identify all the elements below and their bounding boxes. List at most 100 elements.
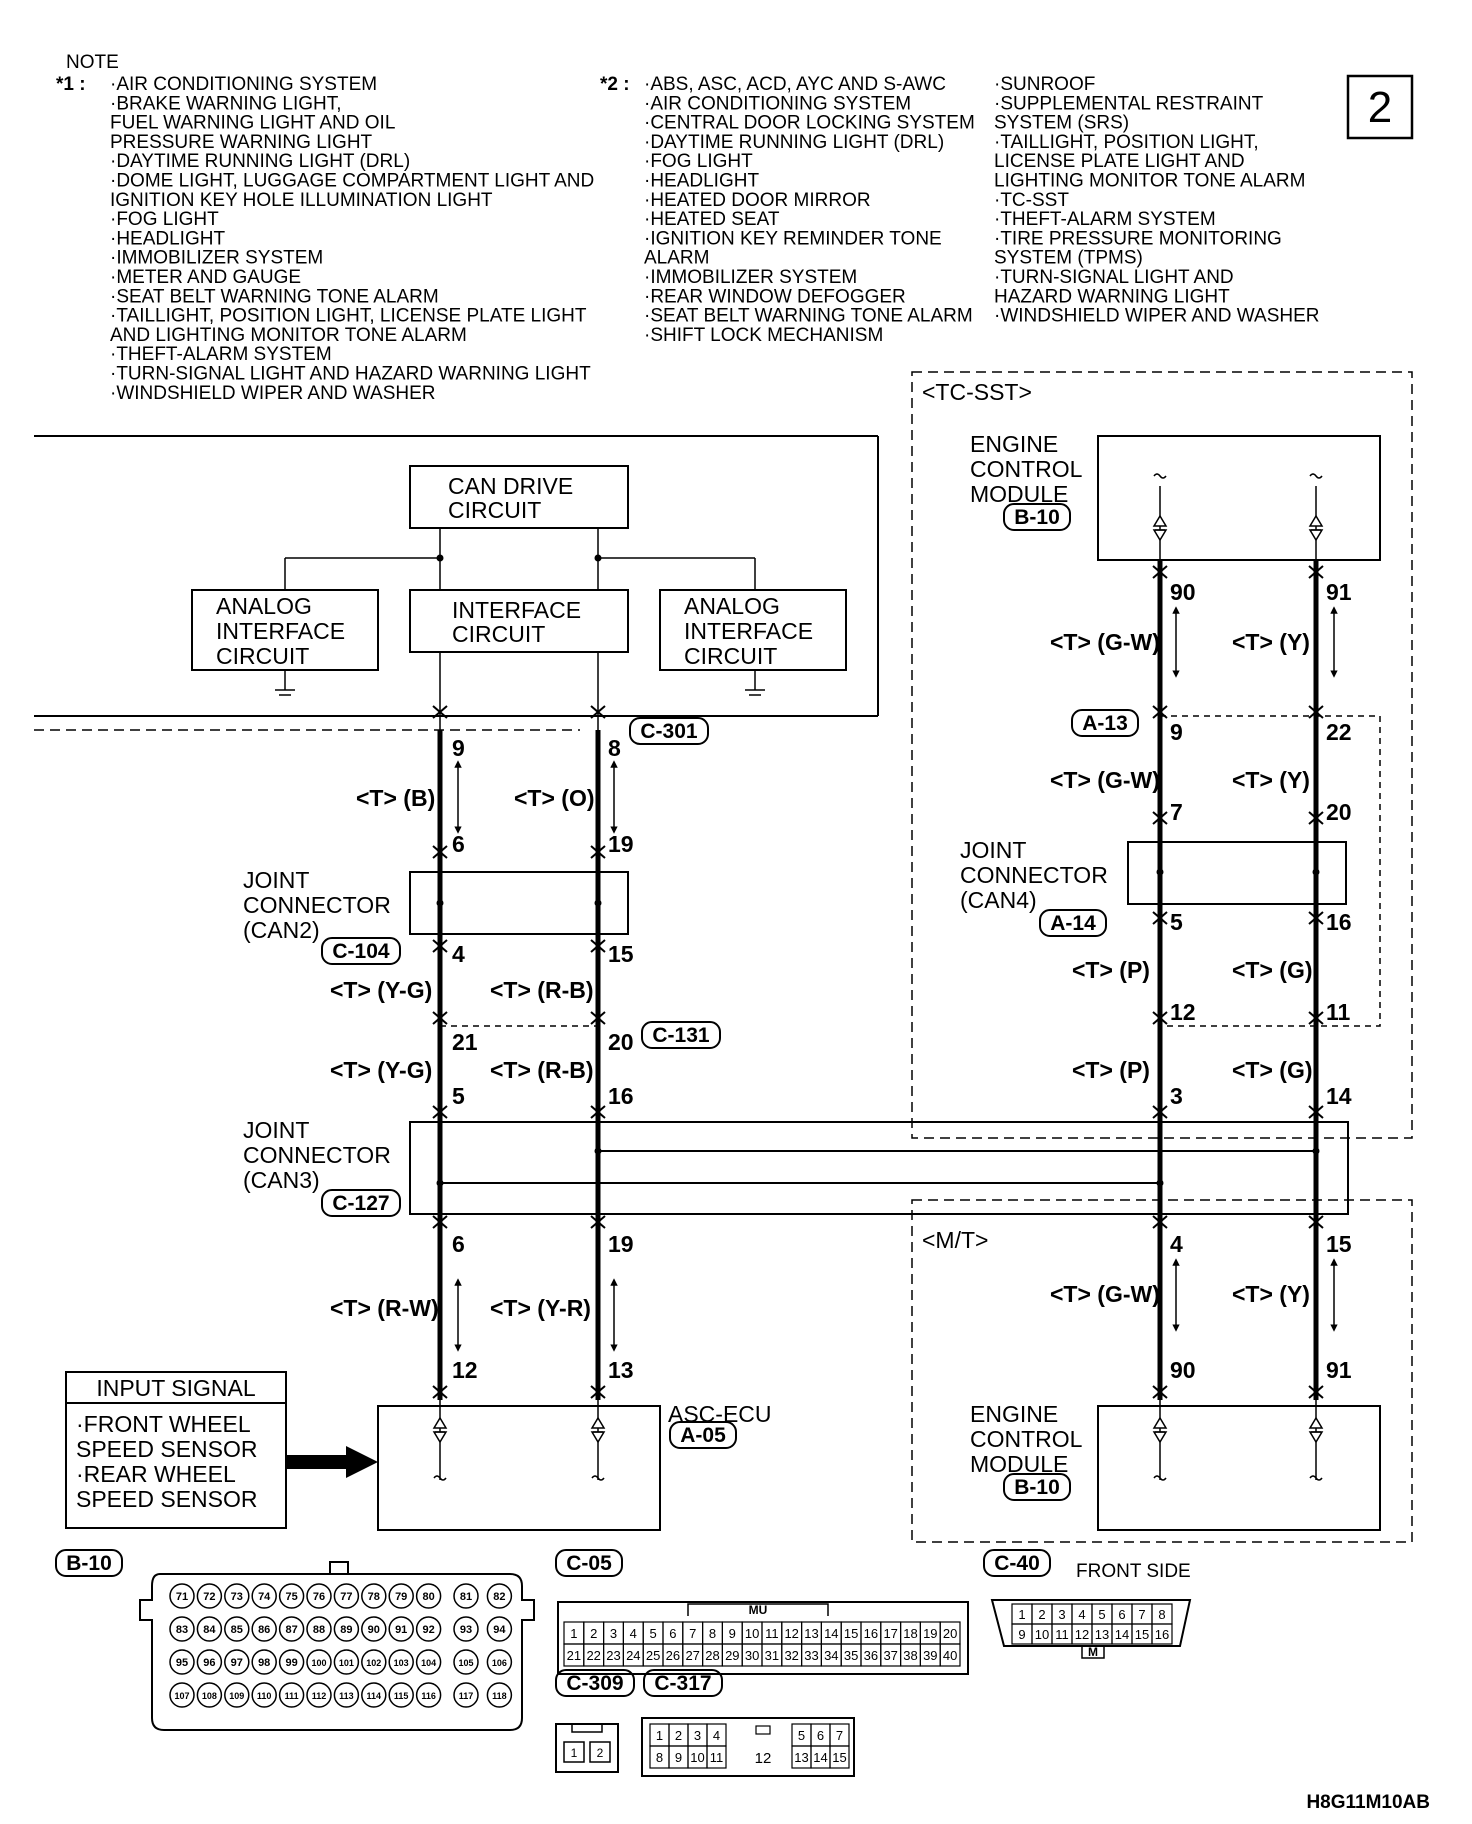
c05-pin: 20 xyxy=(943,1626,957,1641)
b10-pin: 81 xyxy=(460,1591,472,1603)
analog-left-1: ANALOG xyxy=(216,593,312,619)
pin-m4: 4 xyxy=(1170,1231,1183,1257)
c40-pin: 11 xyxy=(1055,1627,1069,1642)
connector-id-c317: C-317 xyxy=(654,1672,711,1695)
c40-pin: 2 xyxy=(1038,1607,1045,1622)
b10-pin: 88 xyxy=(313,1624,325,1636)
c317-pin: 2 xyxy=(675,1728,682,1743)
b10-pin: 87 xyxy=(285,1624,297,1636)
note-col2-line: ·AIR CONDITIONING SYSTEM xyxy=(644,93,911,114)
pin-t12: 12 xyxy=(1170,999,1196,1025)
note-col1-line: FUEL WARNING LIGHT AND OIL xyxy=(110,113,395,134)
note-col1-line: IGNITION KEY HOLE ILLUMINATION LIGHT xyxy=(110,190,493,211)
note-col3-line: SYSTEM (TPMS) xyxy=(994,248,1143,269)
c317-pin: 14 xyxy=(813,1750,827,1765)
port-arrow-icon xyxy=(590,1416,606,1429)
pin-r15: 15 xyxy=(608,941,634,967)
c40-pin: 14 xyxy=(1115,1627,1129,1642)
page-number-box xyxy=(1346,74,1414,140)
connector-id-c40: C-40 xyxy=(994,1552,1040,1575)
c05-pin: 14 xyxy=(824,1626,838,1641)
b10-pin: 100 xyxy=(311,1658,326,1668)
can3-label-2: CONNECTOR xyxy=(243,1142,391,1168)
b10-pin: 75 xyxy=(285,1591,297,1603)
can2-label-2: CONNECTOR xyxy=(243,892,391,918)
c05-pin: 37 xyxy=(883,1648,897,1663)
pin-t11: 11 xyxy=(1326,999,1351,1025)
note-col2-line: ·HEATED SEAT xyxy=(644,209,780,230)
c05-pin: 35 xyxy=(844,1648,858,1663)
c05-pin: 1 xyxy=(570,1626,577,1641)
c05-pin: 15 xyxy=(844,1626,858,1641)
connector-id-a05: A-05 xyxy=(680,1424,726,1447)
b10-pin: 117 xyxy=(459,1691,474,1701)
input-signal-line-1: ·FRONT WHEEL xyxy=(76,1411,251,1437)
c317-pin: 3 xyxy=(694,1728,701,1743)
b10-pin: 92 xyxy=(422,1624,434,1636)
pin-t5: 5 xyxy=(1170,909,1183,935)
joint-connector-can2 xyxy=(409,871,629,935)
pin-t3: 3 xyxy=(1170,1083,1183,1109)
b10-pin: 78 xyxy=(368,1591,380,1603)
c05-pin: 36 xyxy=(864,1648,878,1663)
port-arrow-icon xyxy=(432,1416,448,1429)
connector-id-c104: C-104 xyxy=(332,940,390,963)
wire-label-l-a: <T> (B) xyxy=(356,785,435,811)
wire-label-tl-a: <T> (G-W) xyxy=(1050,629,1160,655)
note-col1-line: ·WINDSHIELD WIPER AND WASHER xyxy=(110,383,436,404)
asc-ecu-box xyxy=(377,1405,661,1531)
b10-pin: 102 xyxy=(366,1658,381,1668)
note-col2-line: ·SEAT BELT WARNING TONE ALARM xyxy=(644,306,973,327)
can4-label-2: CONNECTOR xyxy=(960,862,1108,888)
tc-sst-boundary xyxy=(911,371,1413,1139)
c05-pin: 9 xyxy=(729,1626,736,1641)
pin-r19a: 19 xyxy=(608,831,634,857)
note-col2-line: ·IGNITION KEY REMINDER TONE xyxy=(644,228,942,249)
b10-pin: 115 xyxy=(394,1691,409,1701)
c05-pin: 25 xyxy=(646,1648,660,1663)
b10-pin: 113 xyxy=(339,1691,354,1701)
c05-pin: 21 xyxy=(567,1648,581,1663)
connector-chevrons xyxy=(432,565,1324,1399)
c40-pin: 6 xyxy=(1118,1607,1125,1622)
input-arrow-icon xyxy=(346,1446,378,1478)
note-col1-line: ·METER AND GAUGE xyxy=(110,267,301,288)
wire-label-tl-c: <T> (P) xyxy=(1072,957,1150,983)
c40-front-side: FRONT SIDE xyxy=(1076,1561,1191,1582)
ecm-bottom-label-1: ENGINE xyxy=(970,1401,1058,1427)
connector-id-a14: A-14 xyxy=(1050,912,1096,935)
pin-l21: 21 xyxy=(452,1029,478,1055)
note-col3-line: ·THEFT-ALARM SYSTEM xyxy=(994,209,1216,230)
b10-pin: 104 xyxy=(421,1658,436,1668)
c40-mark: M xyxy=(1088,1645,1098,1659)
c309-pin-2: 2 xyxy=(597,1746,604,1760)
connector-id-a13: A-13 xyxy=(1082,712,1128,735)
note-col2-line: ·IMMOBILIZER SYSTEM xyxy=(644,267,857,288)
ecm-top-box xyxy=(1097,435,1381,561)
b10-pin: 95 xyxy=(176,1657,188,1669)
wire-label-l-c: <T> (Y-G) xyxy=(330,1057,432,1083)
can-drive-circuit xyxy=(409,465,629,529)
pin-t7: 7 xyxy=(1170,799,1183,825)
c05-pin: 18 xyxy=(903,1626,917,1641)
pin-t22: 22 xyxy=(1326,719,1352,745)
pin-l6a: 6 xyxy=(452,831,465,857)
c05-pin: 31 xyxy=(765,1648,779,1663)
connector-id-c127: C-127 xyxy=(332,1192,389,1215)
pin-t16: 16 xyxy=(1326,909,1352,935)
note-col2-line: ·CENTRAL DOOR LOCKING SYSTEM xyxy=(644,113,975,134)
c05-pin: 24 xyxy=(626,1648,640,1663)
note-col2-line: ·HEATED DOOR MIRROR xyxy=(644,190,871,211)
c05-pin: 6 xyxy=(669,1626,676,1641)
note-col1-line: ·FOG LIGHT xyxy=(110,209,219,230)
pin-t14: 14 xyxy=(1326,1083,1352,1109)
note-col3-line: ·SUNROOF xyxy=(994,74,1095,95)
wire-label-r-d: <T> (Y-R) xyxy=(490,1295,591,1321)
b10-pin: 107 xyxy=(174,1691,189,1701)
note-col3-line: ·WINDSHIELD WIPER AND WASHER xyxy=(994,306,1320,327)
signal-arrows xyxy=(454,606,1338,1352)
note-col1-line: ·TURN-SIGNAL LIGHT AND HAZARD WARNING LI… xyxy=(110,364,591,385)
c40-pin: 1 xyxy=(1018,1607,1025,1622)
note-col2-line: ·FOG LIGHT xyxy=(644,151,753,172)
